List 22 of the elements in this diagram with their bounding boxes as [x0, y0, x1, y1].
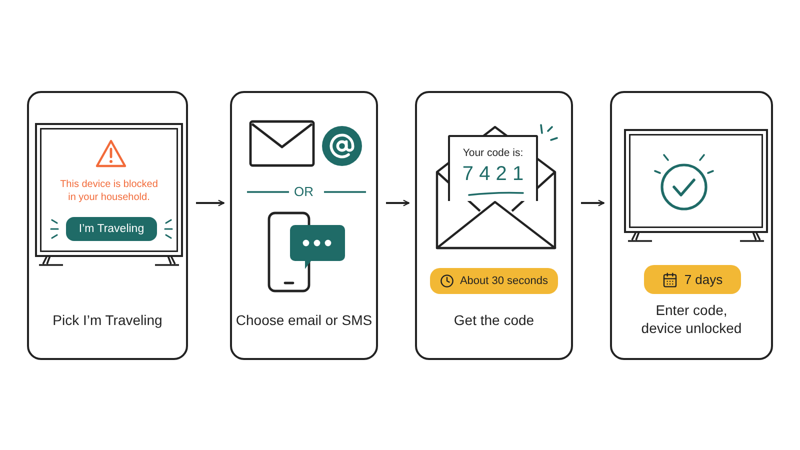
duration-text: About 30 seconds [460, 275, 548, 287]
code-number: 7 4 2 1 [462, 162, 524, 186]
arrow [196, 200, 225, 206]
step-card [415, 91, 573, 360]
step-title: Enter code, device unlocked [640, 301, 743, 337]
code-letter [448, 135, 538, 201]
step-card [610, 91, 773, 360]
duration-text: 7 days [684, 272, 723, 287]
step-title: Get the code [452, 311, 536, 329]
step-title: Choose email or SMS [234, 311, 374, 329]
or-label: OR [294, 184, 314, 200]
arrow [581, 200, 605, 206]
time-badge [430, 268, 558, 294]
step-card [27, 91, 188, 360]
step-title: Pick I’m Traveling [52, 311, 164, 329]
travel-button: I’m Traveling [66, 217, 157, 241]
step-card [230, 91, 378, 360]
code-heading: Your code is: [462, 147, 524, 160]
time-badge [644, 265, 741, 294]
arrow [386, 200, 410, 206]
warning-message: This device is blocked in your household. [59, 178, 159, 204]
tv-screen [35, 123, 183, 257]
